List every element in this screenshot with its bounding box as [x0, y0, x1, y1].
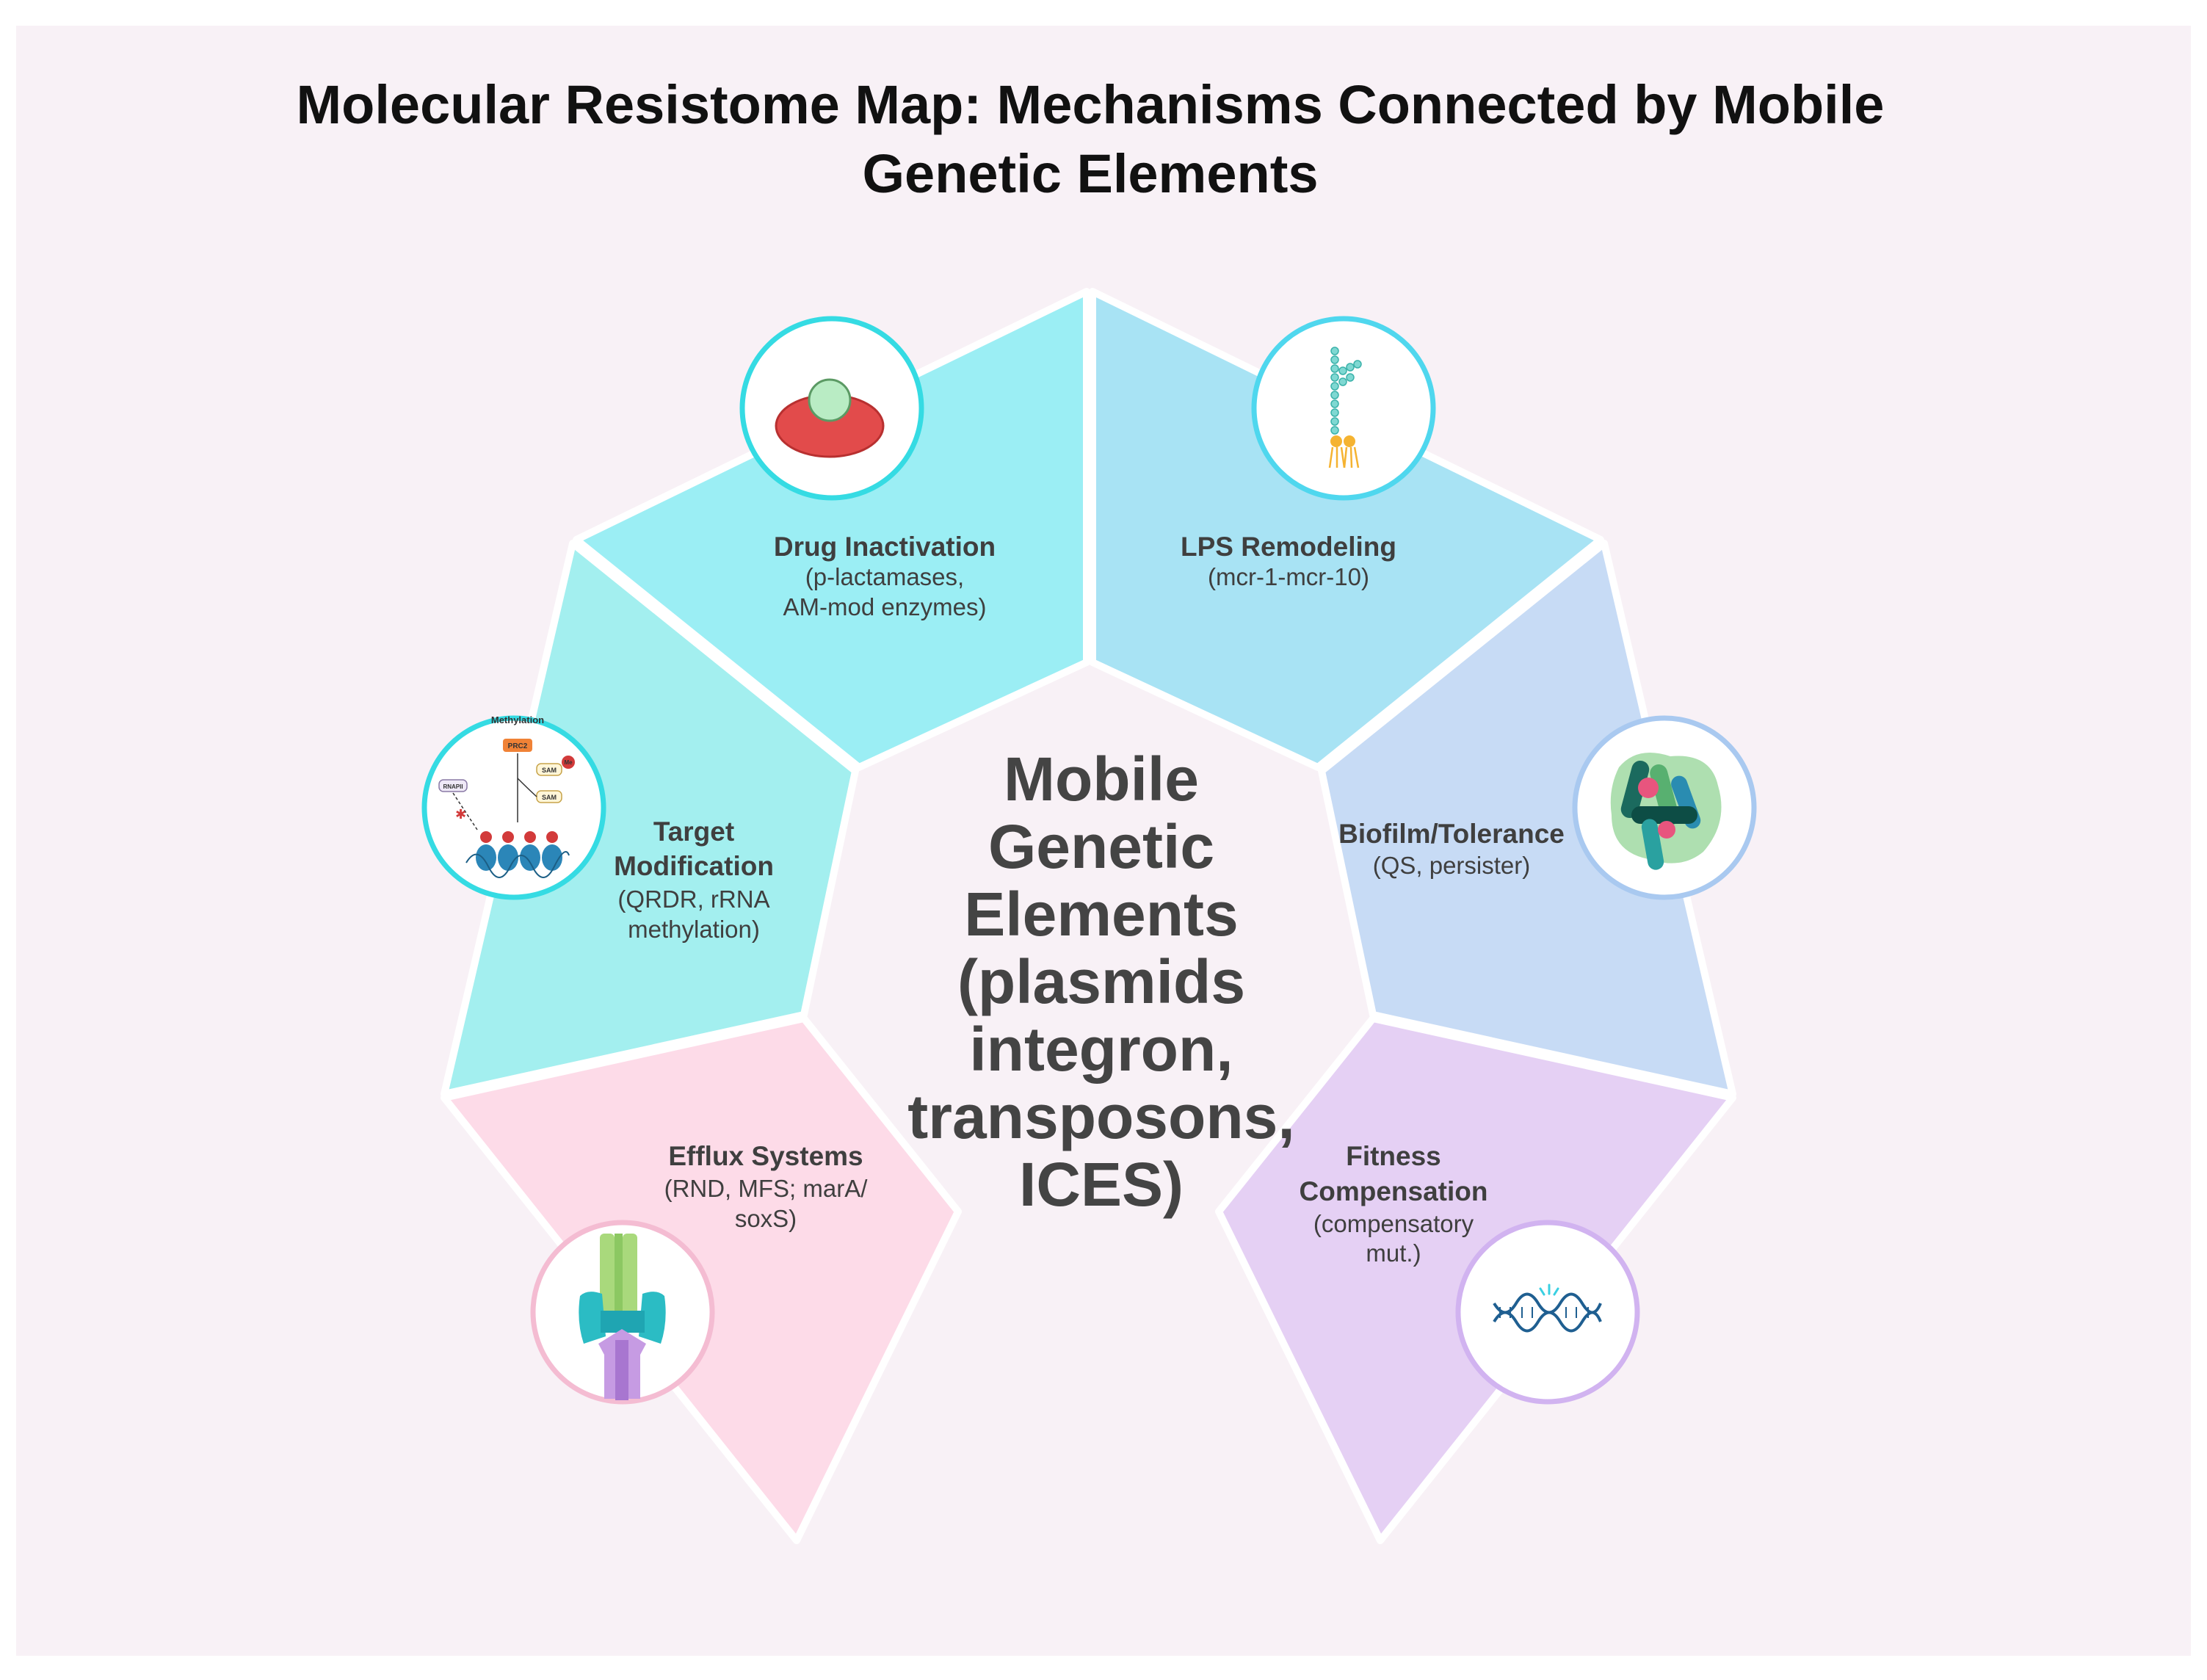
target-modification-sub-1: (QRDR, rRNA [617, 886, 769, 913]
svg-text:✱: ✱ [455, 807, 466, 822]
sam-label-2: SAM [542, 794, 557, 801]
title-line-1: Molecular Resistome Map: Mechanisms Conn… [297, 74, 1885, 135]
label-efflux-systems: Efflux Systems (RND, MFS; marA/ soxS) [664, 1141, 869, 1232]
center-line-2: Genetic [988, 812, 1214, 881]
lps-remodeling-title: LPS Remodeling [1181, 532, 1396, 562]
label-target-modification: Target Modification (QRDR, rRNA methylat… [614, 817, 774, 943]
center-line-4: (plasmids [957, 947, 1245, 1016]
center-line-7: ICES) [1019, 1150, 1184, 1219]
biofilm-tolerance-title: Biofilm/Tolerance [1338, 819, 1565, 849]
biofilm-tolerance-sub-1: (QS, persister) [1373, 852, 1531, 879]
title-line-2: Genetic Elements [862, 143, 1318, 204]
sam-label-1: SAM [542, 767, 557, 774]
efflux-systems-sub-2: soxS) [735, 1205, 797, 1232]
efflux-systems-sub-1: (RND, MFS; marA/ [664, 1175, 869, 1202]
label-fitness-compensation: Fitness Compensation (compensatory mut.) [1300, 1141, 1488, 1267]
methylation-icon: Methylation PRC2 SAM Me SAM RNAPII ✱ [421, 714, 606, 900]
rnapii-label: RNAPII [443, 783, 463, 790]
fitness-compensation-sub-2: mut.) [1366, 1239, 1421, 1267]
center-line-1: Mobile [1004, 745, 1199, 814]
segment-lps-remodeling [1089, 288, 1604, 771]
drug-inactivation-sub-1: (p-lactamases, [805, 563, 964, 590]
segment-target-modification [441, 540, 859, 1098]
drug-inactivation-sub-2: AM-mod enzymes) [783, 593, 987, 620]
fitness-compensation-title-2: Compensation [1300, 1176, 1488, 1206]
segment-drug-inactivation [573, 288, 1090, 771]
methylation-label: Methylation [491, 714, 544, 725]
diagram-title: Molecular Resistome Map: Mechanisms Conn… [297, 74, 1885, 204]
target-modification-title-2: Modification [614, 851, 774, 881]
label-biofilm-tolerance: Biofilm/Tolerance (QS, persister) [1338, 819, 1565, 879]
lps-molecule-icon [1251, 316, 1436, 501]
prc2-label: PRC2 [508, 742, 528, 750]
dna-helix-icon [1455, 1220, 1640, 1405]
target-modification-sub-2: methylation) [628, 916, 760, 943]
fitness-compensation-title-1: Fitness [1346, 1141, 1441, 1171]
center-line-3: Elements [964, 880, 1239, 949]
lps-remodeling-sub-1: (mcr-1-mcr-10) [1208, 563, 1369, 590]
me-label: Me [564, 759, 573, 766]
fitness-compensation-sub-1: (compensatory [1313, 1210, 1474, 1237]
center-line-6: transposons, [907, 1082, 1294, 1151]
target-modification-title-1: Target [653, 817, 734, 847]
efflux-pump-icon [530, 1220, 715, 1405]
drug-inactivation-title: Drug Inactivation [774, 532, 996, 562]
label-lps-remodeling: LPS Remodeling (mcr-1-mcr-10) [1181, 532, 1396, 590]
center-label: Mobile Genetic Elements (plasmids integr… [907, 745, 1294, 1219]
enzyme-substrate-icon [739, 316, 924, 501]
label-drug-inactivation: Drug Inactivation (p-lactamases, AM-mod … [774, 532, 996, 620]
center-line-5: integron, [969, 1015, 1233, 1084]
efflux-systems-title: Efflux Systems [668, 1141, 863, 1171]
biofilm-bacteria-icon [1572, 715, 1757, 900]
